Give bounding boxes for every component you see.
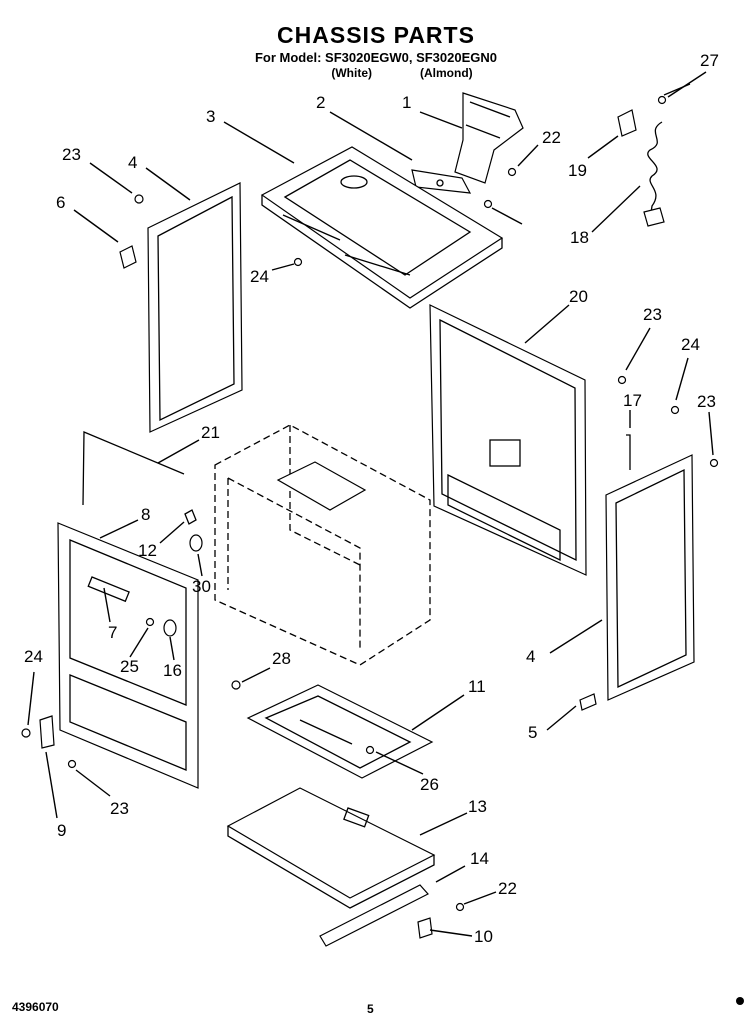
callout-24c: 24 (24, 647, 43, 666)
corner-dot (736, 997, 744, 1005)
part-vent-duct (454, 92, 524, 184)
callout-25: 25 (120, 657, 139, 676)
part-screw-23a (134, 194, 144, 204)
callout-28: 28 (272, 649, 291, 668)
part-gasket (82, 431, 185, 506)
model-variants: (White) (Almond) (0, 66, 752, 80)
document-number: 4396070 (12, 1000, 59, 1014)
callout-17: 17 (623, 391, 642, 410)
part-side-panel-left (147, 182, 243, 433)
leader-lines (27, 71, 714, 937)
callout-7: 7 (108, 623, 117, 642)
callout-21: 21 (201, 423, 220, 442)
part-screw-25 (145, 617, 155, 627)
part-switch-12 (184, 509, 197, 525)
callout-23c: 23 (697, 392, 716, 411)
callout-2: 2 (316, 93, 325, 112)
part-bracket-5 (579, 693, 597, 711)
callout-16: 16 (163, 661, 182, 680)
part-screw-28 (231, 680, 241, 690)
part-rail-14 (319, 884, 429, 947)
part-screw-24a (293, 257, 303, 267)
callout-11: 11 (468, 677, 486, 696)
part-screw-23d (709, 458, 719, 468)
part-rear-panel (429, 304, 587, 576)
callout-30: 30 (192, 577, 211, 596)
page-number: 5 (367, 1002, 374, 1016)
callout-3: 3 (206, 107, 215, 126)
callout-23a: 23 (62, 145, 81, 164)
part-screw-23e (67, 759, 77, 769)
part-power-cord (643, 83, 691, 227)
part-burner-box (260, 146, 504, 309)
callout-labels: 1 2 3 4 6 23 22 27 19 18 24 20 21 23 24 … (24, 51, 719, 946)
part-broiler-pan (246, 684, 434, 779)
part-clip-17 (626, 434, 631, 470)
part-screw-24b (670, 405, 680, 415)
callout-4a: 4 (128, 153, 137, 172)
part-leveling-leg-9 (39, 715, 55, 749)
variant-almond: (Almond) (420, 66, 473, 80)
part-plug-30 (189, 534, 203, 552)
callout-23d: 23 (110, 799, 129, 818)
callout-5: 5 (528, 723, 537, 742)
callout-22a: 22 (542, 128, 561, 147)
part-bottom-panel (226, 787, 436, 909)
callout-18: 18 (570, 228, 589, 247)
callout-4b: 4 (526, 647, 535, 666)
part-screw-24c (21, 728, 31, 738)
part-oven-cavity (214, 424, 431, 666)
callout-27: 27 (700, 51, 719, 70)
callout-24b: 24 (681, 335, 700, 354)
callout-8: 8 (141, 505, 150, 524)
part-terminal-block (617, 95, 667, 137)
callout-20: 20 (569, 287, 588, 306)
callout-12: 12 (138, 541, 157, 560)
callout-13: 13 (468, 797, 487, 816)
callout-23b: 23 (643, 305, 662, 324)
callout-24a: 24 (250, 267, 269, 286)
callout-22b: 22 (498, 879, 517, 898)
part-side-panel-right (605, 454, 695, 701)
callout-6: 6 (56, 193, 65, 212)
callout-10: 10 (474, 927, 493, 946)
part-screw-22b (455, 902, 465, 912)
model-line: For Model: SF3020EGW0, SF3020EGN0 (254, 50, 498, 65)
part-burner-bracket (411, 169, 472, 194)
callout-1: 1 (402, 93, 411, 112)
variant-white: (White) (331, 66, 372, 80)
part-front-frame (57, 522, 199, 789)
callout-14: 14 (470, 849, 489, 868)
part-plug-16 (163, 619, 177, 637)
part-screw-23b (483, 199, 493, 209)
callout-9: 9 (57, 821, 66, 840)
part-leg-10 (417, 917, 433, 939)
part-screw-26 (365, 745, 375, 755)
part-latch (119, 245, 137, 269)
callout-19: 19 (568, 161, 587, 180)
part-screw-22a (507, 167, 517, 177)
page-title: CHASSIS PARTS (277, 22, 475, 48)
callout-26: 26 (420, 775, 439, 794)
part-screw-23c (617, 375, 627, 385)
